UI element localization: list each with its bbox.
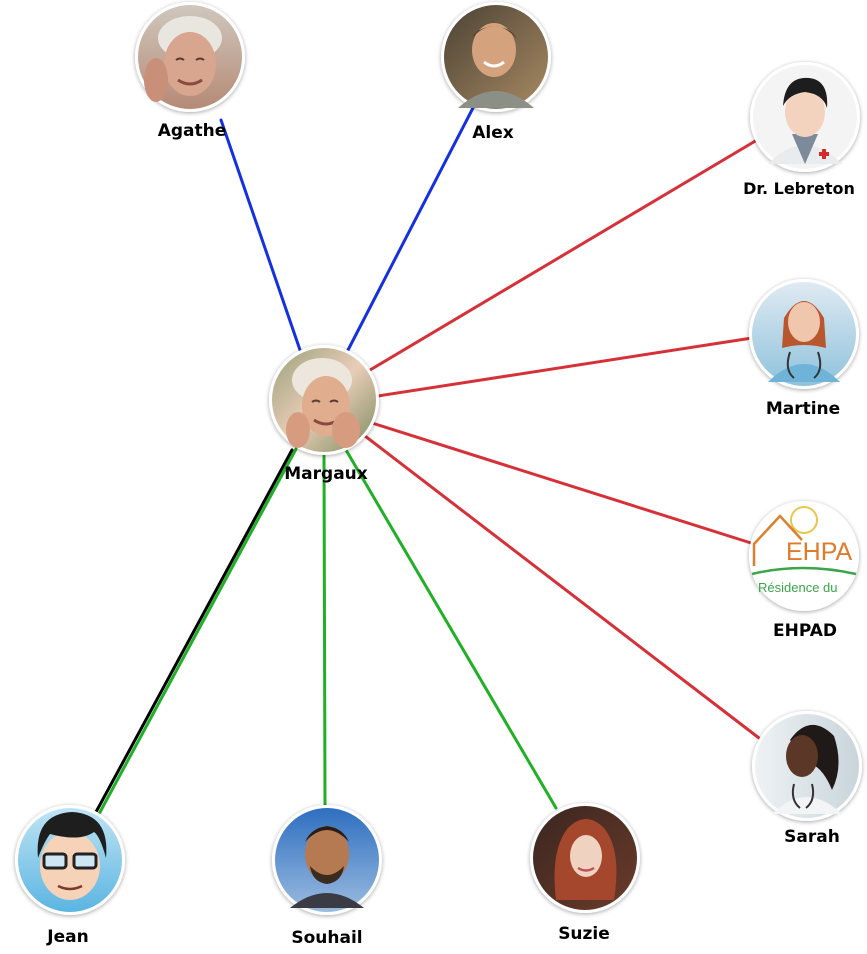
node-label: Suzie xyxy=(558,924,610,944)
nurse-photo-icon xyxy=(752,282,856,386)
man-photo-icon xyxy=(275,808,379,912)
edges xyxy=(94,104,761,816)
node-agathe[interactable]: Agathe xyxy=(135,2,245,141)
ehpad-logo-text: EHPA xyxy=(786,538,853,566)
node-ehpad[interactable]: EHPA Résidence du EHPAD xyxy=(749,501,859,641)
edge-margaux-souhail xyxy=(322,454,327,807)
edge-margaux-martine xyxy=(376,336,754,398)
node-lebreton[interactable]: Dr. Lebreton xyxy=(743,62,860,198)
node-suzie[interactable]: Suzie xyxy=(530,803,640,944)
node-label: Alex xyxy=(472,123,514,143)
doctor-avatar-icon xyxy=(753,65,857,169)
node-label: EHPAD xyxy=(773,621,837,641)
node-label: Jean xyxy=(46,927,88,947)
woman-photo-icon xyxy=(533,806,637,910)
edge-margaux-jean-primary xyxy=(94,448,294,814)
edge-margaux-alex xyxy=(345,104,476,354)
edge-margaux-suzie xyxy=(344,448,558,810)
node-label: Martine xyxy=(766,399,840,419)
elderly-woman-photo-icon xyxy=(272,348,376,452)
node-label: Sarah xyxy=(784,827,840,847)
node-alex[interactable]: Alex xyxy=(441,2,551,143)
edge-margaux-lebreton xyxy=(368,138,759,372)
node-martine[interactable]: Martine xyxy=(749,279,859,419)
node-souhail[interactable]: Souhail xyxy=(272,805,382,948)
ehpad-logo-subtext: Résidence du xyxy=(758,580,838,595)
cartoon-man-avatar-icon xyxy=(18,808,122,912)
edge-margaux-agathe xyxy=(219,118,302,352)
doctor-woman-photo-icon xyxy=(755,714,859,818)
node-sarah[interactable]: Sarah xyxy=(752,711,862,847)
edge-margaux-ehpad xyxy=(370,421,753,545)
node-margaux[interactable]: Margaux xyxy=(269,345,379,484)
node-jean[interactable]: Jean xyxy=(15,805,125,947)
edge-margaux-sarah xyxy=(363,434,761,740)
node-label: Dr. Lebreton xyxy=(743,179,855,198)
node-label: Agathe xyxy=(158,121,227,141)
edge-margaux-jean xyxy=(97,447,298,816)
ehpad-logo-icon: EHPA Résidence du xyxy=(751,504,857,608)
node-label: Margaux xyxy=(284,464,368,484)
elderly-woman-photo-icon xyxy=(138,5,242,109)
node-label: Souhail xyxy=(291,928,362,948)
man-photo-icon xyxy=(444,5,548,109)
